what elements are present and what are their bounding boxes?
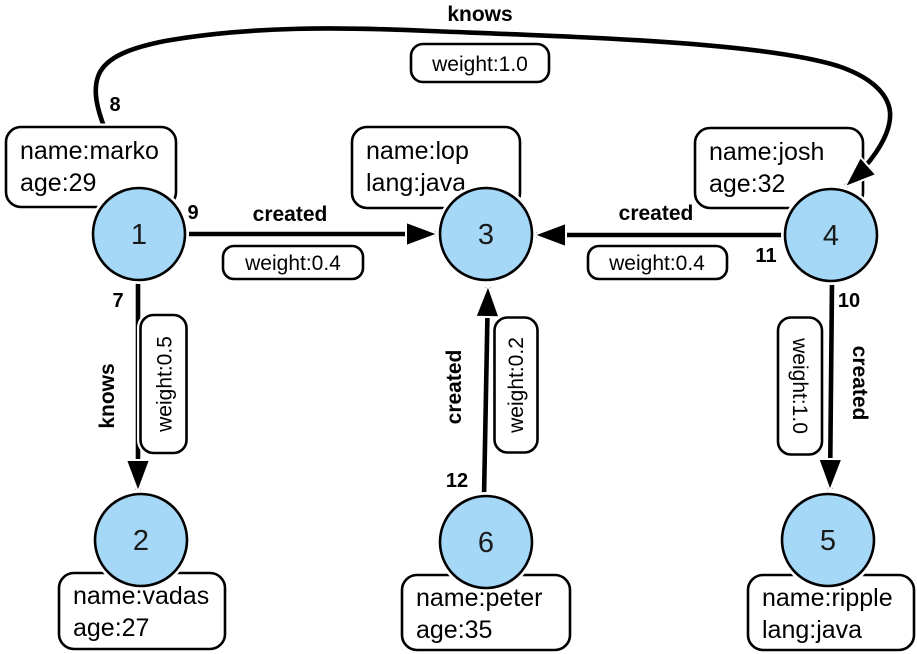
vertex-6-properties-box: name:peter age:35 (398, 571, 574, 654)
edge-10-line (816, 281, 844, 494)
edge-8-id: 8 (109, 94, 120, 116)
vertex-5-circle (780, 492, 876, 588)
edge-10-id: 10 (838, 290, 860, 312)
edge-12-weight-box: weight:0.2 (491, 314, 541, 456)
vertex-6: 6 (436, 492, 536, 592)
edge-8-label: knows (447, 3, 512, 26)
edge-7-weight-box: weight:0.5 (137, 311, 190, 457)
vertex-2-circle (93, 492, 189, 588)
vertex-2-prop-age: age:27 (73, 614, 149, 642)
vertex-3-circle (438, 186, 534, 282)
vertex-6-prop-age: age:35 (416, 616, 492, 644)
vertex-3-prop-name: name:lop (366, 137, 469, 165)
vertex-4: 4 (781, 185, 881, 285)
edge-11-created: 11 created (531, 200, 785, 269)
edge-9-label: created (253, 203, 328, 226)
vertex-4-label: 4 (823, 220, 839, 252)
edge-12-weight-label: weight:0.2 (505, 337, 528, 434)
vertex-2: 2 (91, 490, 191, 590)
edge-9-weight-rect (221, 244, 365, 281)
vertex-6-label: 6 (478, 527, 494, 559)
vertex-1-properties-box: name:marko age:29 (2, 123, 180, 211)
edge-12-id: 12 (446, 470, 468, 492)
edge-10-label: created (848, 346, 871, 421)
edge-8-weight-box: weight:1.0 (407, 40, 553, 86)
vertex-2-label: 2 (133, 525, 149, 557)
edge-11-label: created (619, 202, 694, 225)
edge-11-weight-box: weight:0.4 (584, 242, 731, 283)
edge-10-created: 10 created (816, 281, 873, 494)
edge-10-weight-box: weight:1.0 (774, 314, 826, 458)
vertex-1-circle (91, 186, 187, 282)
edge-7-label: knows (96, 363, 119, 428)
vertex-4-circle (783, 187, 879, 283)
vertex-1-prop-age: age:29 (20, 169, 96, 197)
edge-9-id: 9 (187, 202, 198, 224)
edge-12-line (473, 282, 501, 498)
edge-7-knows: 7 knows (94, 281, 152, 495)
vertex-1: 1 (89, 184, 189, 284)
edge-8-weight-rect (409, 42, 551, 84)
vertex-4-prop-age: age:32 (709, 170, 785, 198)
edge-12-label: created (443, 350, 466, 425)
vertex-3-prop-lang: lang:java (366, 169, 466, 197)
edge-8-arrow-tail (842, 111, 895, 190)
edge-9-created: 9 created (185, 200, 441, 248)
edge-12-weight-rect (493, 316, 539, 454)
vertex-5: 5 (778, 490, 878, 590)
edge-9-weight-box: weight:0.4 (219, 242, 367, 283)
edge-8-arc (93, 26, 893, 188)
edge-7-weight-rect (139, 313, 188, 455)
edge-7-weight-label: weight:0.5 (154, 336, 177, 433)
vertex-3-label: 3 (478, 219, 494, 251)
vertex-1-prop-name: name:marko (20, 137, 159, 165)
edge-8-tail (842, 111, 893, 190)
edge-8-weight-label: weight:1.0 (431, 53, 528, 76)
edge-9-weight-label: weight:0.4 (244, 252, 341, 275)
vertex-3: 3 (436, 184, 536, 284)
edge-10-weight-label: weight:1.0 (788, 337, 811, 434)
edge-12-created: 12 created (441, 282, 501, 498)
edge-11-weight-rect (586, 244, 729, 281)
vertex-5-prop-lang: lang:java (762, 616, 862, 644)
vertex-6-circle (438, 494, 534, 590)
edge-11-weight-label: weight:0.4 (608, 252, 705, 275)
vertex-5-label: 5 (820, 525, 836, 557)
edge-7-id: 7 (112, 290, 123, 312)
vertex-1-label: 1 (131, 219, 147, 251)
edge-8-knows: 8 knows (91, 1, 895, 190)
vertex-4-prop-name: name:josh (709, 138, 824, 166)
edge-10-weight-rect (776, 316, 824, 456)
edge-11-id: 11 (755, 245, 776, 267)
